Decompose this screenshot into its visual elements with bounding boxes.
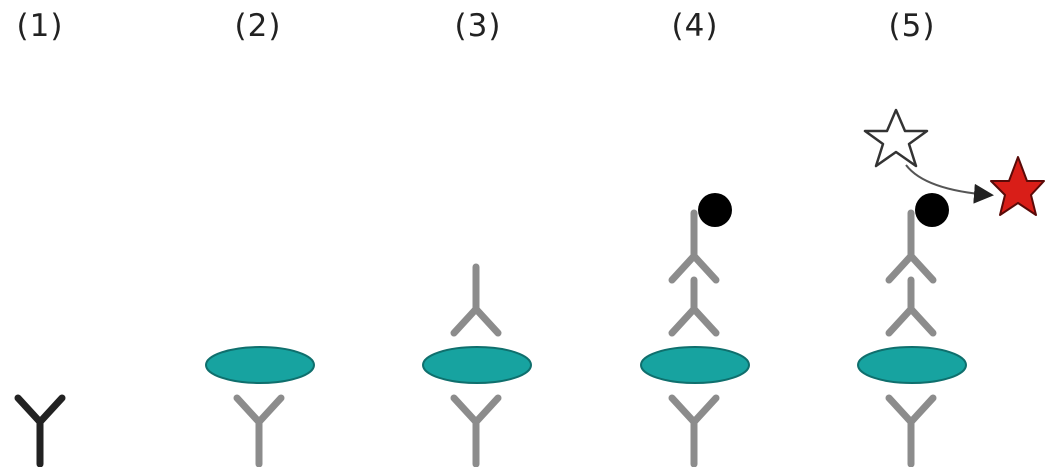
- capture-antibody-icon: [233, 394, 285, 467]
- antigen-icon: [857, 346, 967, 384]
- antigen-icon: [640, 346, 750, 384]
- step-3-group: [422, 263, 532, 467]
- step-label-4: (4): [671, 8, 719, 44]
- substrate-star-icon: [863, 108, 929, 168]
- step-5-group: [857, 108, 1045, 467]
- antigen-icon: [205, 346, 315, 384]
- step-label-3: (3): [454, 8, 502, 44]
- capture-antibody-icon: [450, 394, 502, 467]
- reaction-arrow-icon: [905, 164, 994, 204]
- step-2-group: [205, 346, 315, 467]
- capture-antibody-icon: [14, 394, 66, 467]
- step-1-group: [14, 394, 66, 467]
- step-label-5: (5): [888, 8, 936, 44]
- capture-antibody-icon: [668, 394, 720, 467]
- detection-antibody-icon: [450, 263, 502, 337]
- secondary-antibody-icon: [885, 209, 937, 284]
- step-4-group: [640, 193, 750, 467]
- antigen-icon: [422, 346, 532, 384]
- capture-antibody-icon: [885, 394, 937, 467]
- detection-antibody-icon: [885, 276, 937, 337]
- step-label-2: (2): [234, 8, 282, 44]
- enzyme-icon: [915, 193, 949, 227]
- product-star-icon: [990, 156, 1045, 216]
- step-label-1: (1): [16, 8, 64, 44]
- detection-antibody-icon: [668, 276, 720, 337]
- enzyme-icon: [698, 193, 732, 227]
- secondary-antibody-icon: [668, 209, 720, 284]
